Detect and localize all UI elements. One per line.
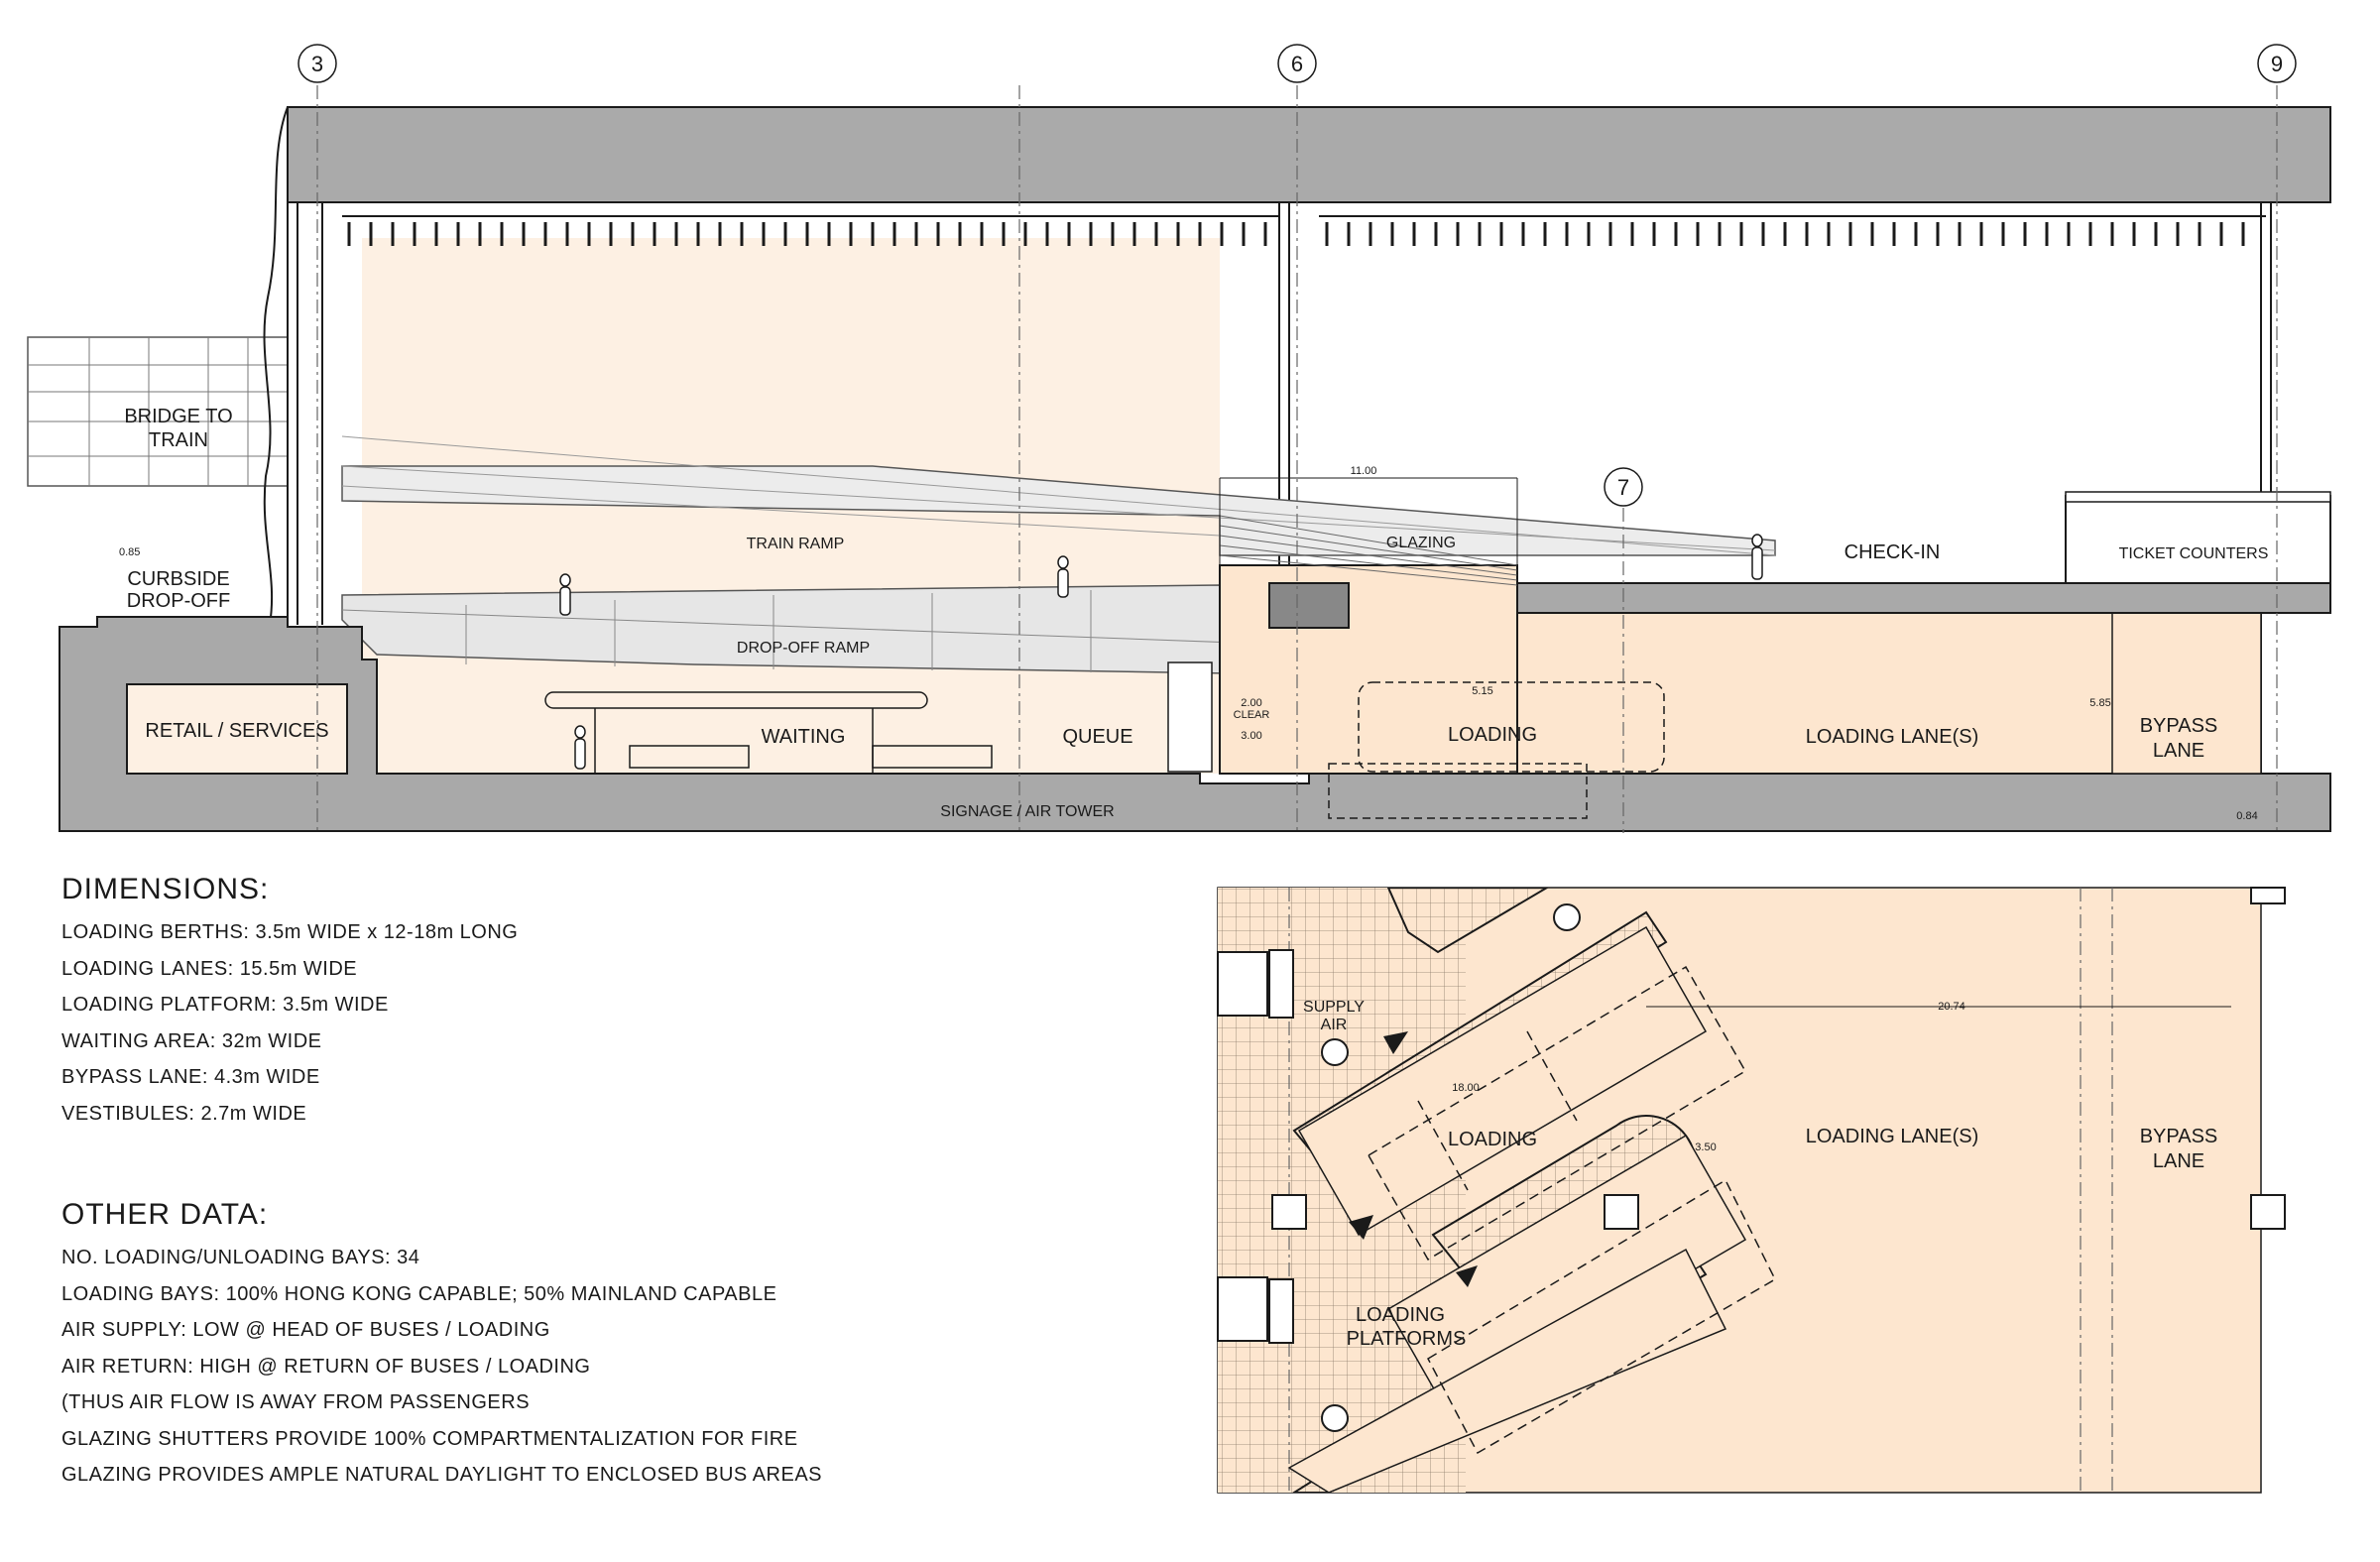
grid-label-3: 3 (311, 52, 323, 76)
bus-bays (1287, 925, 1747, 1493)
label-loading-lanes: LOADING LANE(S) (1806, 726, 1978, 748)
grid-bubble-6 (1277, 44, 1317, 83)
waiting-canopy (544, 691, 993, 774)
dimension-line: LOADING LANES: 15.5m WIDE (61, 957, 358, 980)
plan-label-loading-lanes: LOADING LANE(S) (1806, 1126, 1978, 1147)
grid-bubbles: 3 6 9 7 (298, 44, 2297, 507)
label-bypass-2: LANE (2153, 740, 2204, 762)
roof-slab (287, 106, 2331, 203)
dim-clear-label: CLEAR (1234, 709, 1270, 721)
other-data-heading: OTHER DATA: (61, 1198, 269, 1231)
dimension-line: WAITING AREA: 32m WIDE (61, 1029, 322, 1052)
plan-label-bypass-2: LANE (2153, 1150, 2204, 1172)
plan-label-bypass-1: BYPASS (2140, 1126, 2218, 1147)
other-data-line: AIR RETURN: HIGH @ RETURN OF BUSES / LOA… (61, 1355, 591, 1378)
plan-columns (1217, 887, 2286, 1432)
building-section (27, 85, 2331, 833)
label-bridge-2: TRAIN (149, 429, 208, 451)
other-data-line: LOADING BAYS: 100% HONG KONG CAPABLE; 50… (61, 1282, 777, 1305)
grid-label-6: 6 (1291, 52, 1303, 76)
label-curbside-2: DROP-OFF (127, 590, 230, 612)
plan-dim-bay-width: 3.50 (1695, 1141, 1716, 1153)
dimension-line: BYPASS LANE: 4.3m WIDE (61, 1066, 320, 1088)
label-bridge-1: BRIDGE TO (124, 406, 232, 427)
other-data-line: GLAZING SHUTTERS PROVIDE 100% COMPARTMEN… (61, 1427, 798, 1450)
curved-facade (263, 106, 289, 626)
grid-label-9: 9 (2271, 52, 2283, 76)
dim-bypass: 0.84 (2236, 810, 2257, 822)
dim-lane-height: 5.85 (2089, 697, 2110, 709)
checkin-slab (1516, 582, 2331, 614)
other-data-line: NO. LOADING/UNLOADING BAYS: 34 (61, 1247, 420, 1268)
grid-lines (316, 85, 2278, 833)
bridge-structure (27, 336, 289, 487)
other-data-line: AIR SUPPLY: LOW @ HEAD OF BUSES / LOADIN… (61, 1319, 550, 1341)
label-signage: SIGNAGE / AIR TOWER (940, 803, 1114, 820)
dimension-line: VESTIBULES: 2.7m WIDE (61, 1102, 307, 1125)
dim-clear-2: 2.00 (1241, 697, 1261, 709)
dimension-line: LOADING PLATFORM: 3.5m WIDE (61, 994, 389, 1016)
label-waiting: WAITING (762, 726, 846, 748)
ground-mass (59, 616, 2331, 832)
glazing-hatch (1219, 477, 1518, 586)
bus-outline (1328, 681, 1665, 819)
plan-label-platforms-1: LOADING (1356, 1304, 1445, 1326)
ramp-lines (341, 435, 1776, 556)
dimension-line: LOADING BERTHS: 3.5m WIDE x 12-18m LONG (61, 921, 519, 943)
other-data-line: GLAZING PROVIDES AMPLE NATURAL DAYLIGHT … (61, 1464, 823, 1486)
dim-bus-height: 5.15 (1472, 685, 1492, 697)
retail-box (126, 683, 348, 775)
loading-plan: SUPPLY AIR LOADING LOADING LANE(S) BYPAS… (1217, 887, 2286, 1494)
label-retail: RETAIL / SERVICES (145, 720, 328, 742)
dimensions-heading: DIMENSIONS: (61, 873, 270, 905)
dim-glazing-width: 11.00 (1351, 465, 1377, 477)
label-curbside-1: CURBSIDE (127, 568, 229, 590)
label-ticket-counters: TICKET COUNTERS (2119, 545, 2269, 562)
label-queue: QUEUE (1062, 726, 1132, 748)
plan-label-supply-1: SUPPLY (1303, 999, 1365, 1016)
plan-label-platforms-2: PLATFORMS (1347, 1328, 1467, 1350)
label-glazing: GLAZING (1386, 535, 1456, 551)
section-labels: BRIDGE TO TRAIN 0.85 CURBSIDE DROP-OFF R… (119, 406, 2268, 822)
dimensions-block: DIMENSIONS: LOADING BERTHS: 3.5m WIDE x … (61, 873, 1103, 1132)
label-check-in: CHECK-IN (1844, 541, 1941, 563)
label-train-ramp: TRAIN RAMP (747, 536, 845, 552)
plan-dim-bay-length: 18.00 (1452, 1082, 1480, 1094)
plan-label-supply-2: AIR (1321, 1017, 1348, 1033)
other-data-block: OTHER DATA: NO. LOADING/UNLOADING BAYS: … (61, 1198, 1103, 1494)
grid-label-7: 7 (1617, 475, 1629, 500)
grid-bubble-9 (2257, 44, 2297, 83)
label-curbside-level: 0.85 (119, 546, 140, 558)
ceiling-fins (347, 222, 2245, 246)
grid-bubble-3 (298, 44, 337, 83)
dim-clear-3: 3.00 (1241, 730, 1261, 742)
plan-label-loading: LOADING (1448, 1129, 1537, 1150)
signage-tower (1167, 661, 1213, 773)
train-ramp (341, 465, 1776, 556)
label-bypass-1: BYPASS (2140, 715, 2218, 737)
label-loading: LOADING (1448, 724, 1537, 746)
ticket-counters-box (2065, 495, 2331, 584)
label-dropoff-ramp: DROP-OFF RAMP (737, 640, 870, 657)
grid-bubble-7 (1604, 467, 1643, 507)
people (559, 534, 1763, 770)
airflow-arrows (1349, 1031, 1478, 1287)
other-data-line: (THUS AIR FLOW IS AWAY FROM PASSENGERS (61, 1391, 531, 1413)
